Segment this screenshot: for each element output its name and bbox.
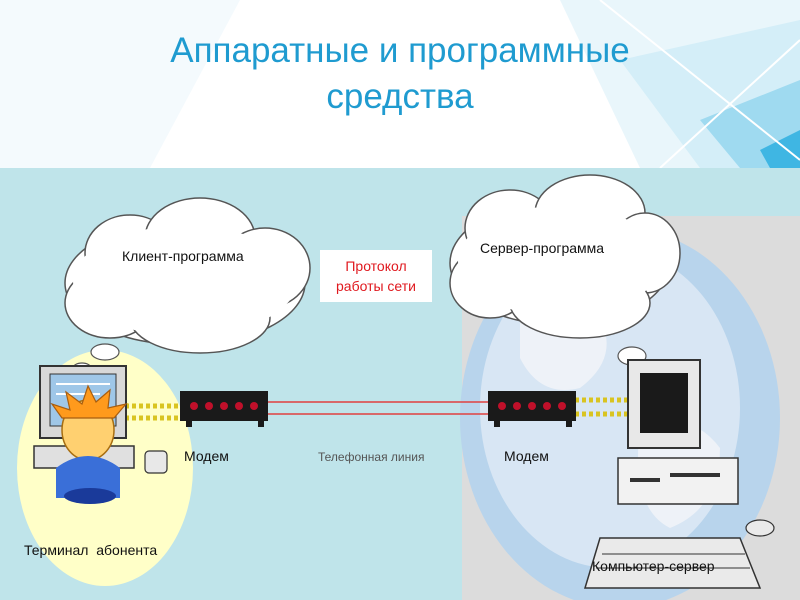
title-line-1: Аппаратные и программные	[170, 31, 630, 70]
server-computer-label: Компьютер-сервер	[592, 558, 715, 574]
modem-left-label: Модем	[184, 448, 229, 464]
header-decoration	[0, 0, 800, 168]
protocol-label-line-1: Протокол	[345, 258, 407, 274]
title-line-2: средства	[326, 77, 474, 116]
modem-right-device	[488, 391, 576, 427]
protocol-label-line-2: работы сети	[336, 278, 416, 294]
diagram-graphics	[17, 174, 800, 600]
server-computer-device	[583, 359, 775, 589]
client-program-label: Клиент-программа	[122, 248, 244, 264]
network-diagram: Клиент-программа Сервер-программа Проток…	[0, 168, 800, 600]
server-program-label: Сервер-программа	[480, 240, 605, 256]
protocol-box: Протокол работы сети	[320, 250, 432, 302]
phone-line-label: Телефонная линия	[318, 450, 425, 464]
slide-header: Аппаратные и программные средства	[0, 0, 800, 168]
terminal-user-figure	[33, 365, 168, 504]
modem-left-device	[180, 391, 268, 427]
page-title: Аппаратные и программные средства	[60, 28, 740, 120]
terminal-label: Терминал абонента	[24, 542, 158, 558]
modem-right-label: Модем	[504, 448, 549, 464]
